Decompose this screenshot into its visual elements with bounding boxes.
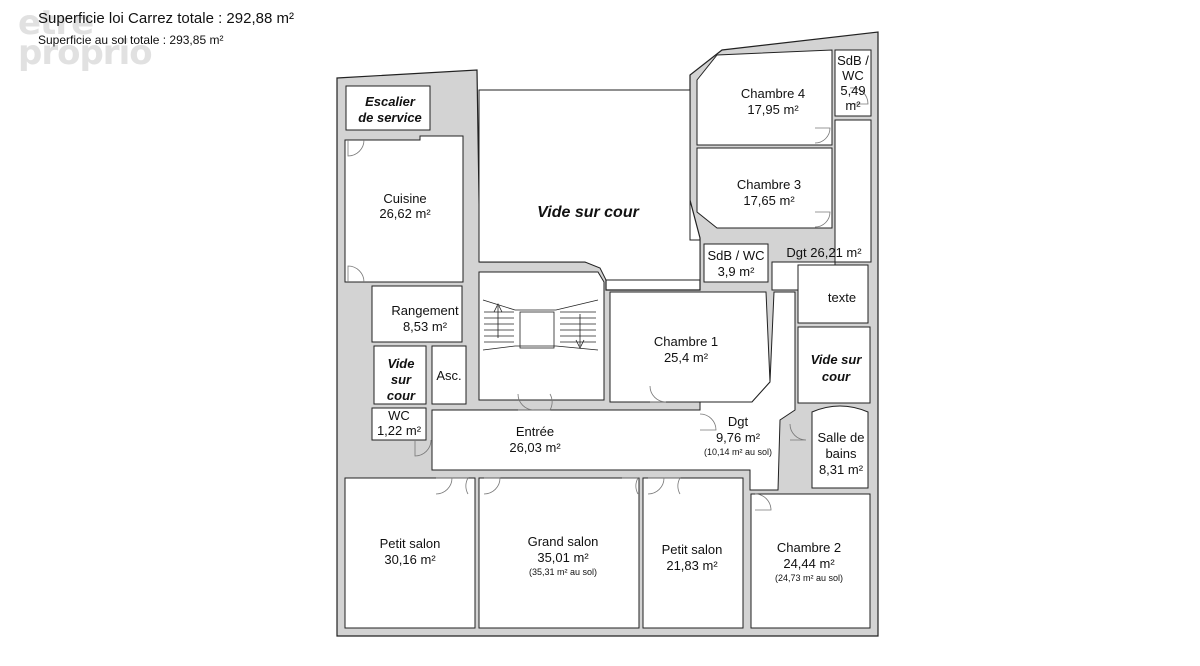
room-vide-cour-right <box>797 326 871 404</box>
room-entree-dgt <box>431 291 796 491</box>
label-sdb-wc-top-2: WC <box>842 68 864 83</box>
room-sdb-wc-mid <box>703 243 769 283</box>
label-vide-cour-main: Vide sur cour <box>537 204 639 221</box>
room-asc <box>431 345 467 405</box>
room-wc <box>371 407 427 441</box>
label-dgt-mid-1: Dgt <box>728 414 749 429</box>
room-chambre4 <box>696 49 833 146</box>
label-chambre2-3: (24,73 m² au sol) <box>775 573 843 583</box>
label-chambre1-2: 25,4 m² <box>664 350 709 365</box>
label-dgt-mid-3: (10,14 m² au sol) <box>704 447 772 457</box>
label-grand-salon-1: Grand salon <box>528 534 599 549</box>
label-salle-bains-2: bains <box>825 446 857 461</box>
label-petit-salon-left-2: 30,16 m² <box>384 552 436 567</box>
rooms <box>344 49 872 629</box>
label-sdb-wc-mid-2: 3,9 m² <box>718 264 756 279</box>
label-rangement-1: Rangement <box>391 303 459 318</box>
watermark-line-1: etre <box>18 3 94 43</box>
stair-details <box>482 299 599 351</box>
label-vide-cour-left-1: Vide <box>388 356 415 371</box>
label-chambre4-1: Chambre 4 <box>741 86 805 101</box>
room-vide-cour-left <box>373 345 427 405</box>
stairwell <box>478 271 605 401</box>
label-escalier-2: de service <box>358 110 422 125</box>
label-cuisine-2: 26,62 m² <box>379 206 431 221</box>
label-asc: Asc. <box>436 368 461 383</box>
label-dgt-right: Dgt 26,21 m² <box>786 245 862 260</box>
sol-total: Superficie au sol totale : 293,85 m² <box>38 33 224 47</box>
room-labels: Escalier de service Cuisine 26,62 m² Vid… <box>358 53 869 583</box>
room-sdb-wc-top <box>834 49 872 117</box>
watermark-line-2: proprio <box>18 33 153 73</box>
label-sdb-wc-top-3: 5,49 <box>840 83 865 98</box>
label-rangement-2: 8,53 m² <box>403 319 448 334</box>
carrez-total: Superficie loi Carrez totale : 292,88 m² <box>38 10 294 27</box>
label-petit-salon-right-2: 21,83 m² <box>666 558 718 573</box>
label-petit-salon-left-1: Petit salon <box>380 536 441 551</box>
label-chambre2-2: 24,44 m² <box>783 556 835 571</box>
room-chambre2 <box>750 493 871 629</box>
label-vide-cour-left-2: sur <box>391 372 412 387</box>
room-vide-cour-main <box>478 89 701 281</box>
label-salle-bains-3: 8,31 m² <box>819 462 864 477</box>
label-chambre2-1: Chambre 2 <box>777 540 841 555</box>
label-chambre4-2: 17,95 m² <box>747 102 799 117</box>
label-cuisine-1: Cuisine <box>383 191 426 206</box>
room-salle-bains <box>811 405 869 489</box>
room-texte <box>797 264 869 324</box>
label-sdb-wc-top-4: m² <box>845 98 861 113</box>
label-chambre3-2: 17,65 m² <box>743 193 795 208</box>
label-texte: texte <box>828 290 856 305</box>
room-grand-salon <box>478 477 640 629</box>
label-grand-salon-3: (35,31 m² au sol) <box>529 567 597 577</box>
label-vide-cour-right-2: cour <box>822 369 851 384</box>
label-grand-salon-2: 35,01 m² <box>537 550 589 565</box>
label-sdb-wc-top-1: SdB / <box>837 53 869 68</box>
watermark-logo: etre proprio <box>18 3 153 73</box>
label-entree-2: 26,03 m² <box>509 440 561 455</box>
room-chambre3 <box>696 147 833 229</box>
room-rangement <box>371 285 463 343</box>
room-petit-salon-right <box>642 477 744 629</box>
label-wc-1: WC <box>388 408 410 423</box>
label-escalier-1: Escalier <box>365 94 416 109</box>
label-chambre3-1: Chambre 3 <box>737 177 801 192</box>
label-vide-cour-left-3: cour <box>387 388 416 403</box>
label-chambre1-1: Chambre 1 <box>654 334 718 349</box>
label-entree-1: Entrée <box>516 424 554 439</box>
room-escalier <box>345 85 431 131</box>
label-petit-salon-right-1: Petit salon <box>662 542 723 557</box>
label-wc-2: 1,22 m² <box>377 423 422 438</box>
label-sdb-wc-mid-1: SdB / WC <box>707 248 764 263</box>
label-dgt-mid-2: 9,76 m² <box>716 430 761 445</box>
door-swings <box>347 87 869 511</box>
room-petit-salon-left <box>344 477 476 629</box>
room-cuisine <box>344 135 464 283</box>
label-vide-cour-right-1: Vide sur <box>811 352 863 367</box>
label-salle-bains-1: Salle de <box>818 430 865 445</box>
